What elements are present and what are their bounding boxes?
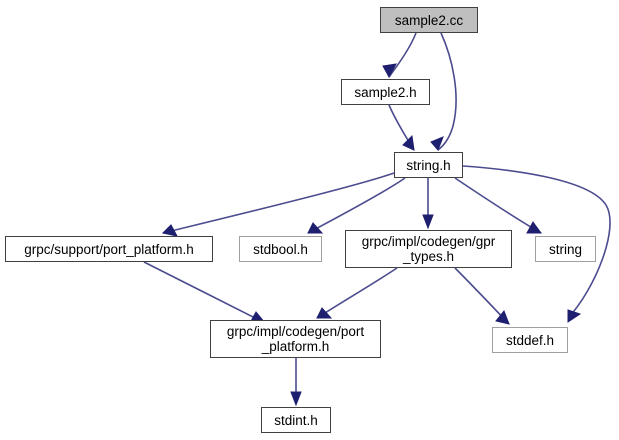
graph-edge-grpc_impl_codegen_gpr_types_h-to-grpc_impl_codegen_port_platform_h	[316, 267, 398, 319]
graph-node-stdbool_h[interactable]: stdbool.h	[239, 236, 322, 262]
edge-line	[316, 267, 398, 319]
graph-edge-sample2_h-to-string_h	[388, 104, 415, 151]
graph-edge-string_h-to-stdbool_h	[307, 177, 406, 234]
edge-line	[437, 32, 457, 151]
arrowhead-icon	[430, 136, 444, 151]
graph-node-label: grpc/impl/codegen/port _platform.h	[226, 324, 365, 354]
graph-edge-grpc_impl_codegen_port_platform_h-to-stdint_h	[290, 358, 302, 407]
graph-node-stdint_h[interactable]: stdint.h	[261, 407, 331, 433]
edge-line	[162, 172, 395, 234]
graph-edge-sample2_cc-to-string_h	[430, 32, 457, 151]
graph-node-label: grpc/support/port_platform.h	[24, 241, 194, 257]
graph-node-grpc_impl_codegen_port_platform_h[interactable]: grpc/impl/codegen/port _platform.h	[210, 320, 381, 358]
graph-node-string[interactable]: string	[535, 236, 596, 262]
arrowhead-icon	[495, 310, 510, 325]
arrowhead-icon	[307, 222, 324, 234]
graph-node-grpc_impl_codegen_gpr_types_h[interactable]: grpc/impl/codegen/gpr _types.h	[345, 230, 512, 268]
graph-node-string_h[interactable]: string.h	[394, 152, 463, 178]
graph-node-label: sample2.cc	[394, 12, 464, 28]
graph-edge-string_h-to-grpc_support_port_platform_h	[161, 172, 395, 237]
graph-node-label: stdint.h	[274, 412, 318, 428]
graph-node-label: stdbool.h	[253, 241, 308, 257]
arrowhead-icon	[526, 221, 542, 234]
arrowhead-icon	[402, 134, 415, 151]
graph-edge-grpc_impl_codegen_gpr_types_h-to-stddef_h	[454, 267, 510, 325]
arrowhead-icon	[290, 391, 302, 407]
arrowhead-icon	[161, 224, 178, 237]
graph-node-label: stddef.h	[505, 332, 555, 348]
graph-node-sample2_cc[interactable]: sample2.cc	[380, 7, 478, 33]
graph-node-grpc_support_port_platform_h[interactable]: grpc/support/port_platform.h	[5, 236, 213, 262]
arrowhead-icon	[382, 63, 397, 79]
edge-line	[454, 267, 510, 325]
graph-edge-sample2_cc-to-sample2_h	[382, 32, 417, 79]
graph-node-label: grpc/impl/codegen/gpr _types.h	[361, 234, 496, 264]
graph-edge-grpc_support_port_platform_h-to-grpc_impl_codegen_port_platform_h	[143, 261, 267, 324]
edge-line	[388, 104, 415, 151]
graph-node-sample2_h[interactable]: sample2.h	[341, 79, 430, 105]
arrowhead-icon	[316, 307, 333, 319]
graph-edge-string_h-to-string	[454, 177, 542, 234]
edge-line	[143, 261, 266, 324]
graph-node-label: string	[548, 241, 582, 257]
arrowhead-icon	[567, 309, 582, 323]
graph-edge-string_h-to-grpc_impl_codegen_gpr_types_h	[422, 178, 434, 230]
arrowhead-icon	[422, 214, 434, 230]
edge-line	[454, 177, 542, 234]
graph-node-label: sample2.h	[354, 84, 417, 100]
graph-node-stddef_h[interactable]: stddef.h	[492, 327, 568, 353]
edge-line	[307, 177, 406, 234]
graph-node-label: string.h	[406, 157, 451, 173]
edge-line	[388, 32, 417, 78]
